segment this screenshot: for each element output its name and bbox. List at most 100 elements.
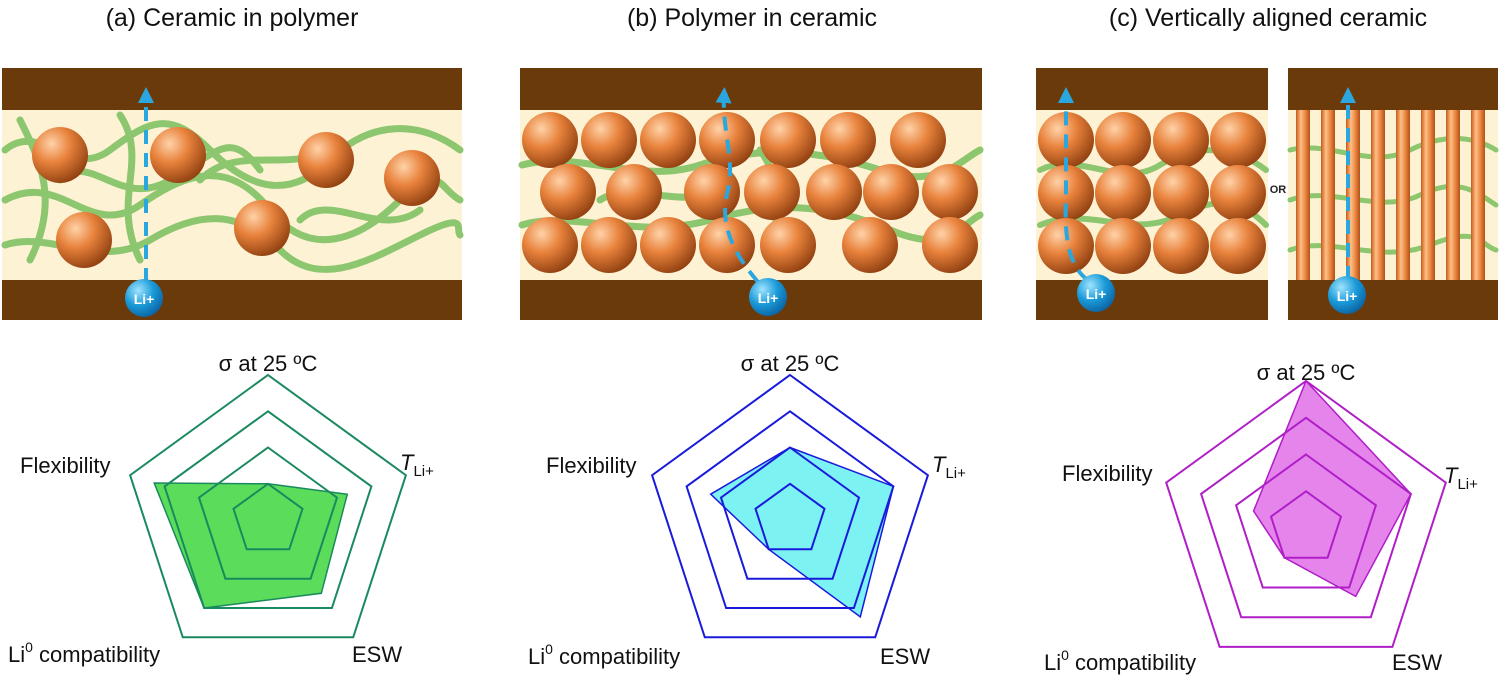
ceramic-particle	[1210, 165, 1266, 221]
radar-grid-ring	[650, 373, 930, 639]
panel-c-schematic-spheres: Li+	[1036, 68, 1269, 320]
ceramic-particle	[863, 164, 919, 220]
radar-chart-c	[1165, 379, 1447, 648]
ceramic-rod	[1471, 110, 1485, 280]
radar-grid-ring	[1199, 416, 1413, 619]
ceramic-particle	[1153, 218, 1209, 274]
ceramic-particle	[922, 164, 978, 220]
ceramic-particle	[1153, 165, 1209, 221]
ceramic-particle	[540, 164, 596, 220]
axis-label-li0: Li0 compatibility	[1044, 647, 1196, 675]
ceramic-particle	[522, 112, 578, 168]
ceramic-particle	[1210, 218, 1266, 274]
axis-label-esw: ESW	[1392, 650, 1442, 675]
radar-chart-b	[650, 373, 930, 639]
axis-label-transference: TLi+	[400, 450, 434, 480]
axis-label-flexibility: Flexibility	[546, 453, 636, 478]
axis-label-sigma: σ at 25 ºC	[219, 351, 318, 376]
ceramic-particle	[744, 164, 800, 220]
ceramic-particle	[581, 112, 637, 168]
radar-grid-ring	[197, 446, 339, 580]
radar-grid-ring	[1269, 490, 1343, 559]
ceramic-rod	[1321, 110, 1335, 280]
radar-series-polygon	[709, 446, 895, 619]
ceramic-rods	[1296, 110, 1485, 280]
ceramic-particle	[1038, 218, 1094, 274]
ceramic-particle	[922, 217, 978, 273]
li-ion	[749, 278, 787, 316]
radar-chart-a	[128, 373, 408, 639]
ceramic-particle	[1153, 112, 1209, 168]
panel-a-schematic: Li+	[1, 68, 464, 320]
ceramic-particle	[760, 112, 816, 168]
ceramic-rod	[1371, 110, 1385, 280]
panel-b-schematic: Li+	[518, 68, 984, 320]
radar-series-polygon	[1252, 379, 1412, 598]
ceramic-particle	[640, 217, 696, 273]
radar-grid-ring	[719, 446, 861, 580]
axis-label-flexibility: Flexibility	[1062, 461, 1152, 486]
li-ion-label: Li+	[134, 291, 155, 307]
li-ion-label: Li+	[1086, 286, 1107, 302]
radar-grid-ring	[1234, 453, 1378, 589]
bottom-electrode	[1288, 280, 1498, 320]
radar-grid-ring	[232, 482, 304, 551]
bottom-electrode	[2, 280, 462, 320]
ceramic-particles	[1038, 112, 1266, 274]
axis-label-esw: ESW	[352, 642, 402, 667]
axis-label-transference: TLi+	[1444, 463, 1478, 493]
ceramic-particle	[1095, 165, 1151, 221]
li-ion	[1328, 276, 1366, 314]
axis-label-esw: ESW	[880, 644, 930, 669]
axis-label-flexibility: Flexibility	[20, 453, 110, 478]
li-ion-label: Li+	[758, 290, 779, 306]
li-ion-label: Li+	[1337, 288, 1358, 304]
panel-b-title: (b) Polymer in ceramic	[627, 4, 877, 32]
axis-label-li0: Li0 compatibility	[8, 639, 160, 667]
ceramic-particle	[581, 217, 637, 273]
axis-label-transference: TLi+	[932, 452, 966, 482]
ceramic-particle	[1095, 218, 1151, 274]
ceramic-particles	[32, 127, 440, 268]
axis-label-sigma: σ at 25 ºC	[1257, 360, 1356, 385]
ceramic-particle	[640, 112, 696, 168]
top-electrode	[2, 68, 462, 110]
ceramic-rod	[1421, 110, 1435, 280]
ceramic-particles	[522, 112, 978, 273]
radar-grid-ring	[1165, 379, 1447, 648]
top-electrode	[1288, 68, 1498, 110]
panel-a-title: (a) Ceramic in polymer	[106, 4, 359, 32]
ceramic-particle	[806, 164, 862, 220]
ceramic-rod	[1396, 110, 1410, 280]
panel-c-schematic-rods: Li+	[1287, 68, 1499, 320]
panel-c-title: (c) Vertically aligned ceramic	[1109, 4, 1427, 32]
radar-series-polygon	[153, 482, 349, 609]
ceramic-particle	[1095, 112, 1151, 168]
li-ion-path	[715, 87, 760, 284]
axis-label-sigma: σ at 25 ºC	[741, 351, 840, 376]
axis-label-li0: Li0 compatibility	[528, 641, 680, 669]
ceramic-particle	[842, 217, 898, 273]
ceramic-particle	[820, 112, 876, 168]
bottom-electrode	[1036, 280, 1268, 320]
li-ion-path	[1058, 87, 1090, 282]
top-electrode	[520, 68, 982, 110]
radar-grid-ring	[163, 410, 373, 609]
ceramic-particle	[606, 164, 662, 220]
ceramic-rod	[1446, 110, 1460, 280]
li-ion	[125, 279, 163, 317]
li-ion	[1077, 274, 1115, 312]
radar-grid-ring	[754, 482, 826, 551]
ceramic-particle	[522, 217, 578, 273]
top-electrode	[1036, 68, 1268, 110]
or-label: OR	[1270, 184, 1287, 196]
radar-grid-ring	[128, 373, 408, 639]
ceramic-particle	[1210, 112, 1266, 168]
ceramic-particle	[699, 217, 755, 273]
ceramic-particle	[890, 112, 946, 168]
ceramic-particle	[684, 164, 740, 220]
ceramic-particle	[760, 217, 816, 273]
radar-grid-ring	[685, 410, 895, 609]
ceramic-rod	[1296, 110, 1310, 280]
